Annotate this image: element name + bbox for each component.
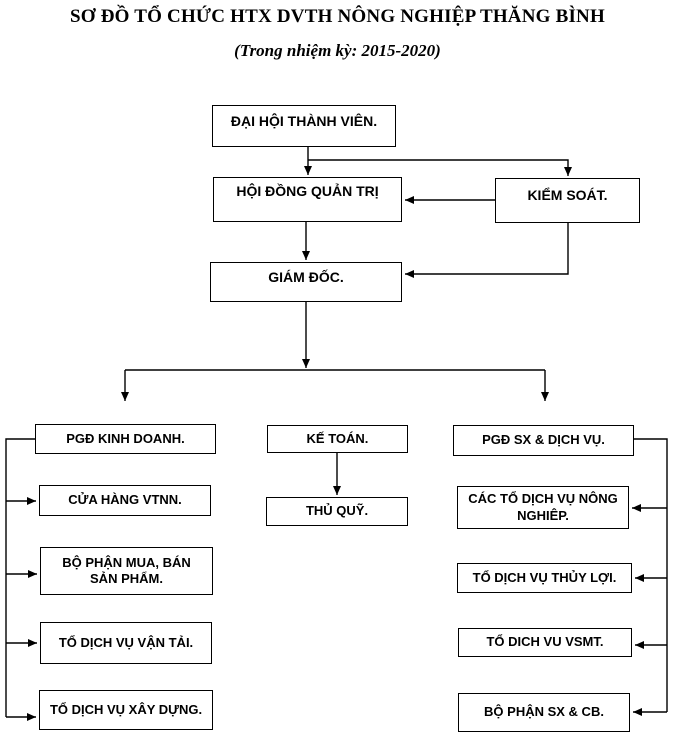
connector-kiemsoat-to-giamdoc: [405, 223, 569, 278]
org-box-to-dich-vu-vsmt: TỔ DICH VU VSMT.: [458, 628, 632, 657]
org-box-to-dich-vu-thuy-loi: TỔ DỊCH VỤ THỦY LỢI.: [457, 563, 632, 593]
connector-daihoi-to-kiemsoat: [308, 159, 572, 176]
org-box-pgd-kinh-doanh: PGĐ KINH DOANH.: [35, 424, 216, 454]
page-title: SƠ ĐỒ TỔ CHỨC HTX DVTH NÔNG NGHIỆP THĂNG…: [70, 6, 605, 27]
org-box-pgd-sx-dich-vu: PGĐ SX & DỊCH VỤ.: [453, 425, 634, 456]
org-box-giam-doc: GIÁM ĐỐC.: [210, 262, 402, 302]
right-rail-line: [634, 438, 668, 712]
org-box-bo-phan-mua-ban: BỘ PHẬN MUA, BÁN SẢN PHẨM.: [40, 547, 213, 595]
org-box-to-dich-vu-xay-dung: TỔ DỊCH VỤ XÂY DỰNG.: [39, 690, 213, 730]
page-subtitle: (Trong nhiệm kỳ: 2015-2020): [234, 41, 441, 60]
org-box-ke-toan: KẾ TOÁN.: [267, 425, 408, 453]
org-box-cac-to-dich-vu-nong-nghiep: CÁC TỔ DỊCH VỤ NÔNG NGHIÊP.: [457, 486, 629, 529]
org-box-cua-hang-vtnn: CỬA HÀNG VTNN.: [39, 485, 211, 516]
left-rail-line: [5, 438, 35, 717]
org-box-thu-quy: THỦ QUỸ.: [266, 497, 408, 526]
org-box-kiem-soat: KIỂM SOÁT.: [495, 178, 640, 223]
org-box-to-dich-vu-van-tai: TỔ DỊCH VỤ VẬN TẢI.: [40, 622, 212, 664]
org-box-bo-phan-sx-cb: BỘ PHẬN SX & CB.: [458, 693, 630, 732]
org-box-hoi-dong-quan-tri: HỘI ĐỒNG QUẢN TRỊ: [213, 177, 402, 222]
org-box-dai-hoi-thanh-vien: ĐẠI HỘI THÀNH VIÊN.: [212, 105, 396, 147]
